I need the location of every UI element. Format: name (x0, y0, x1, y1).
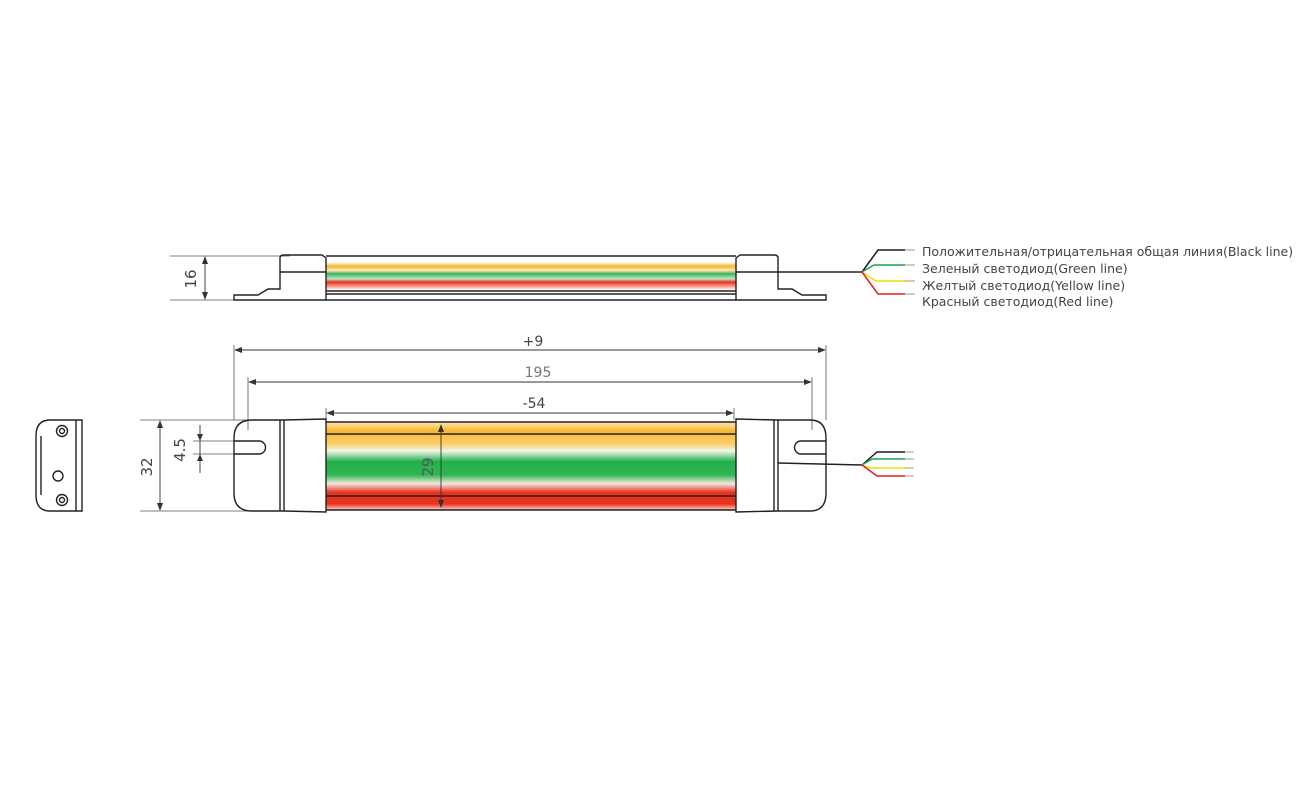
top-wire-fan (861, 451, 914, 477)
right-end-cap-side (735, 254, 827, 301)
left-mounting-slot (234, 440, 267, 455)
light-length-label: -54 (523, 396, 546, 412)
overall-length-label: +9 (523, 334, 544, 350)
height-dimension-label: 16 (182, 269, 200, 288)
left-end-cap (233, 418, 327, 513)
cable-gland-icon (52, 470, 64, 482)
wire-label-green: Зеленый светодиод(Green line) (922, 261, 1128, 276)
wire-label-yellow: Желтый светодиод(Yellow line) (922, 278, 1125, 293)
side-wire-fan (861, 249, 915, 295)
width-dimension-label: 32 (138, 457, 156, 476)
right-mounting-slot (793, 440, 826, 455)
light-band (326, 422, 736, 510)
screw-icon (55, 424, 69, 438)
slot-width-label: 4.5 (171, 438, 189, 462)
side-light-band (326, 262, 736, 290)
light-width-label: 29 (419, 457, 437, 476)
length-dimensions: +9 195 -54 (233, 334, 827, 430)
wire-label-black: Положительная/отрицательная общая линия(… (922, 244, 1293, 259)
top-view: 32 4.5 29 (138, 418, 914, 513)
screw-icon (55, 493, 69, 507)
mounting-length-label: 195 (525, 365, 552, 381)
end-view (35, 419, 83, 512)
left-end-cap-side (233, 254, 327, 301)
wire-label-red: Красный светодиод(Red line) (922, 294, 1113, 309)
right-end-cap (735, 418, 827, 513)
side-view: 16 Положительная/отрицательная общая лин… (170, 244, 1293, 309)
